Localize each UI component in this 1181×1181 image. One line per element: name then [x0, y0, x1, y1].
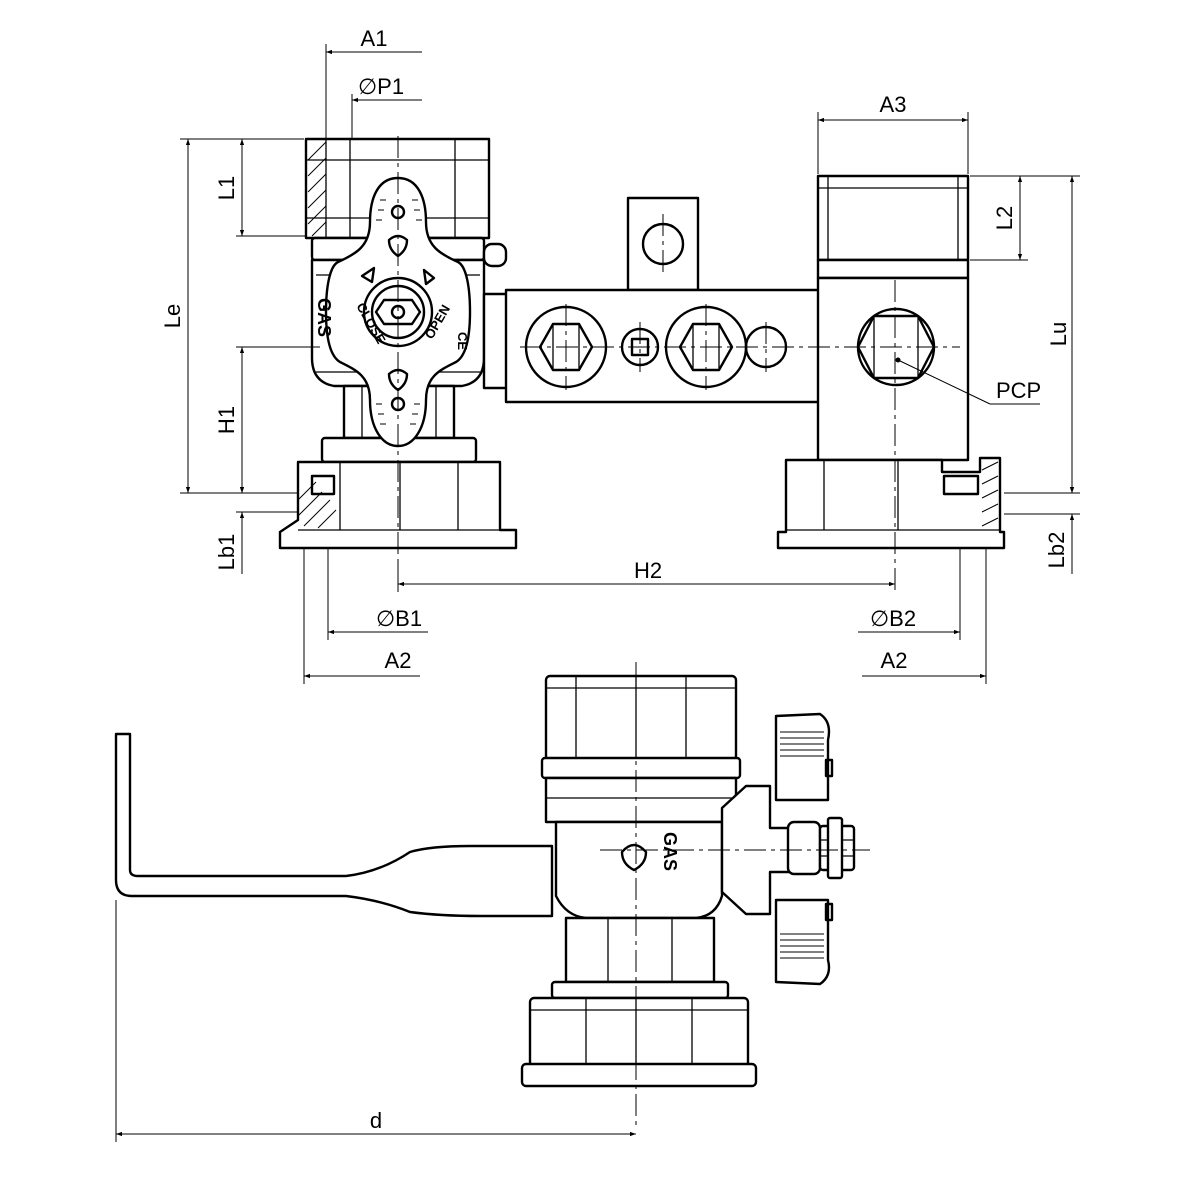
- side-view: GAS: [114, 662, 870, 1130]
- dim-lu: Lu: [1046, 322, 1071, 346]
- dim-a3: A3: [880, 92, 907, 117]
- close-arrow-icon: [360, 266, 376, 284]
- label-pcp: PCP: [996, 378, 1041, 403]
- ce-marking: CE: [455, 332, 470, 350]
- dim-a2-right: A2: [881, 648, 908, 673]
- side-valve-body: [554, 820, 724, 920]
- dim-l2: L2: [992, 206, 1017, 230]
- dim-b1: ∅B1: [376, 606, 422, 631]
- dim-a1: A1: [361, 26, 388, 51]
- handle-wing-upper: [774, 712, 831, 802]
- dim-p1: ∅P1: [358, 74, 404, 99]
- heart-logo-icon: [620, 843, 648, 872]
- dim-h2: H2: [634, 558, 662, 583]
- gas-marking: GAS: [314, 298, 334, 337]
- dim-a2-left: A2: [385, 648, 412, 673]
- dim-l1: L1: [214, 176, 239, 200]
- handle-wing-lower: [774, 898, 831, 986]
- centerlines-top: [397, 136, 960, 590]
- open-arrow-icon: [422, 268, 436, 286]
- dimension-d: d: [115, 900, 636, 1142]
- dimensions-top: A1 ∅P1 A3 Le L1 H1 Lb1 L2: [160, 26, 1080, 684]
- thread-hatching: [307, 141, 327, 237]
- side-gas-marking: GAS: [660, 832, 680, 871]
- dim-b2: ∅B2: [870, 606, 916, 631]
- hub-bolt-icon: [374, 298, 422, 326]
- dim-d: d: [370, 1108, 382, 1133]
- outlet-thread: [816, 174, 970, 262]
- side-union-nut: [528, 996, 750, 1068]
- manifold: [482, 196, 822, 404]
- dim-lb2: Lb2: [1044, 532, 1069, 569]
- dim-lb1: Lb1: [214, 534, 239, 571]
- wall-bracket: [114, 732, 554, 918]
- stem-nut: [786, 820, 822, 876]
- dim-le: Le: [160, 304, 185, 328]
- dim-h1: H1: [214, 406, 239, 434]
- outlet-union-nut: [776, 456, 1006, 550]
